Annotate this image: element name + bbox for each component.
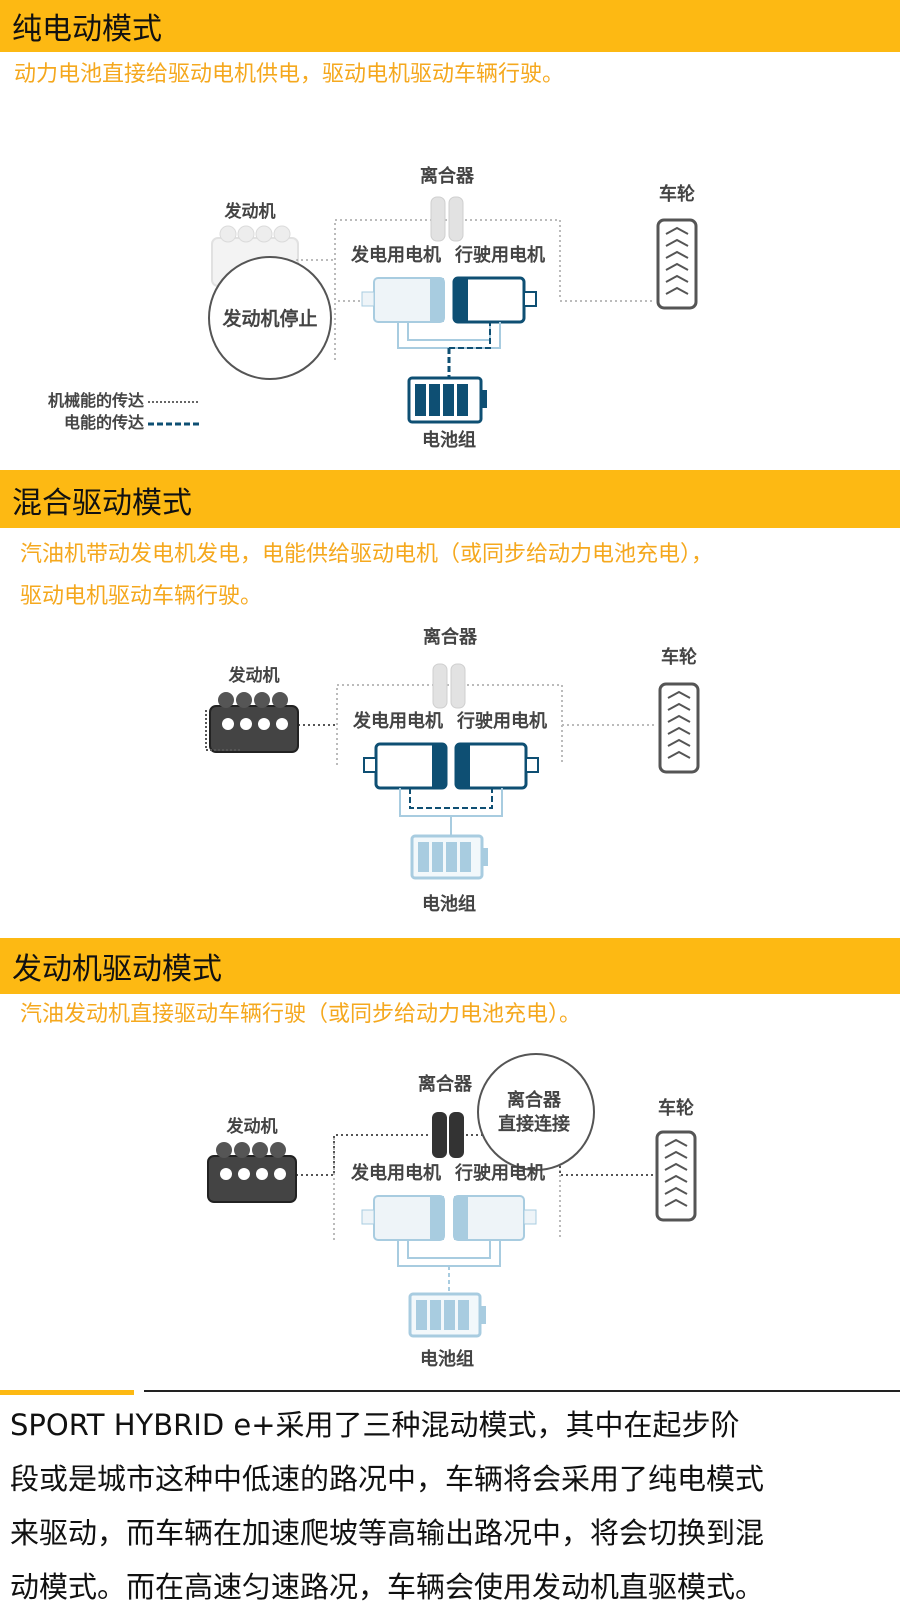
wheel-label: 车轮 xyxy=(661,646,697,668)
battery-icon xyxy=(407,376,487,424)
drive-motor-label: 行驶用电机 xyxy=(456,710,547,732)
battery-label: 电池组 xyxy=(420,1348,474,1370)
section-description: 动力电池直接给驱动电机供电，驱动电机驱动车辆行驶。 xyxy=(14,62,565,87)
drive-motor-label: 行驶用电机 xyxy=(454,244,545,266)
clutch-icon xyxy=(432,663,466,709)
summary-line: 段或是城市这种中低速的路况中，车辆将会采用了纯电模式 xyxy=(10,1462,765,1496)
summary-line: SPORT HYBRID e+采用了三种混动模式，其中在起步阶 xyxy=(10,1408,740,1442)
engine-label: 发动机 xyxy=(226,1116,278,1137)
section-header-hybrid: 混合驱动模式 xyxy=(0,470,900,528)
section-header-engine: 发动机驱动模式 xyxy=(0,938,900,994)
engine-stop-callout xyxy=(208,256,332,380)
motor-icon xyxy=(361,1195,445,1241)
legend-mech-label: 机械能的传达 xyxy=(48,391,144,410)
wheel-label: 车轮 xyxy=(659,183,695,205)
ev-mode-diagram: 离合器 发动机 发动机停止 发电用电机 行驶用电机 电池组 xyxy=(48,165,698,451)
engine-icon xyxy=(207,1142,297,1203)
drive-motor-label: 行驶用电机 xyxy=(454,1162,545,1184)
gen-motor-label: 发电用电机 xyxy=(352,710,443,732)
wheel-icon xyxy=(656,218,698,310)
clutch-label: 离合器 xyxy=(418,1073,473,1095)
section-header-ev: 纯电动模式 xyxy=(0,0,900,52)
engine-label: 发动机 xyxy=(224,201,276,222)
motor-icon xyxy=(363,742,448,790)
wheel-label: 车轮 xyxy=(658,1097,694,1119)
gen-motor-label: 发电用电机 xyxy=(350,1162,441,1184)
callout-text: 发动机停止 xyxy=(221,307,317,330)
battery-label: 电池组 xyxy=(422,429,476,451)
clutch-label: 离合器 xyxy=(420,165,475,187)
section-description-line2: 驱动电机驱动车辆行驶。 xyxy=(20,584,263,609)
engine-icon xyxy=(205,692,299,753)
section-description: 汽油发动机直接驱动车辆行驶（或同步给动力电池充电）。 xyxy=(20,1002,582,1027)
wheel-icon xyxy=(658,682,700,774)
section-title: 发动机驱动模式 xyxy=(12,952,222,987)
section-title: 纯电动模式 xyxy=(12,12,162,47)
battery-icon xyxy=(410,834,488,880)
motor-icon xyxy=(454,742,539,790)
legend: 机械能的传达 电能的传达 xyxy=(48,391,200,432)
motor-icon xyxy=(453,1195,537,1241)
battery-label: 电池组 xyxy=(422,893,476,915)
engine-mode-diagram: 离合器 直接连接 离合器 发动机 发电用电机 行驶用电机 电池组 xyxy=(207,1053,697,1370)
clutch-label: 离合器 xyxy=(423,626,478,648)
separator-line xyxy=(144,1390,900,1392)
summary-paragraph: SPORT HYBRID e+采用了三种混动模式，其中在起步阶 段或是城市这种中… xyxy=(10,1398,890,1614)
motor-icon xyxy=(361,277,445,323)
battery-icon xyxy=(408,1292,486,1338)
clutch-direct-callout xyxy=(477,1053,595,1171)
gen-motor-label: 发电用电机 xyxy=(350,244,441,266)
summary-line: 动模式。而在高速匀速路况，车辆会使用发动机直驱模式。 xyxy=(10,1570,765,1604)
separator-accent xyxy=(0,1390,134,1395)
engine-label: 发动机 xyxy=(228,665,280,686)
section-description-line1: 汽油机带动发电机发电，电能供给驱动电机（或同步给动力电池充电）， xyxy=(20,542,714,567)
callout-line2: 直接连接 xyxy=(498,1113,570,1135)
hybrid-mode-diagram: 离合器 发动机 发电用电机 行驶用电机 电池组 车轮 xyxy=(205,626,700,915)
callout-line1: 离合器 xyxy=(507,1089,562,1111)
legend-elec-label: 电能的传达 xyxy=(64,413,144,432)
motor-icon xyxy=(452,276,537,324)
clutch-icon xyxy=(430,196,464,242)
section-title: 混合驱动模式 xyxy=(12,486,192,521)
summary-line: 来驱动，而车辆在加速爬坡等高输出路况中，将会切换到混 xyxy=(10,1516,765,1550)
clutch-icon xyxy=(432,1112,464,1158)
wheel-icon xyxy=(655,1130,697,1222)
